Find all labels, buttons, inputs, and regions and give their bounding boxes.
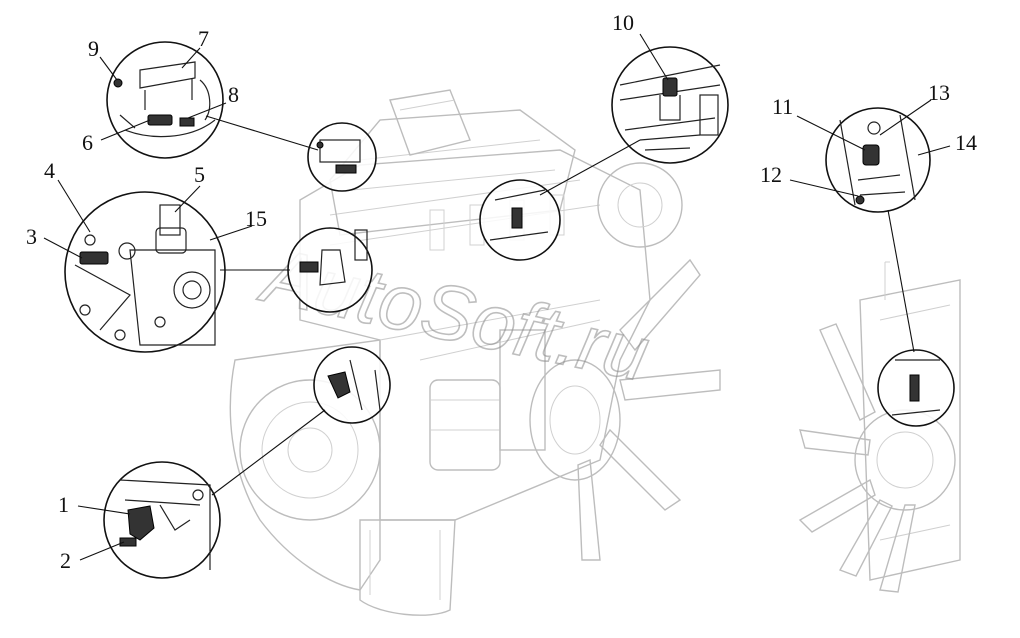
callout-13: 13 — [928, 80, 950, 105]
callout-12: 12 — [760, 162, 782, 187]
callout-15: 15 — [245, 206, 267, 231]
location-markers — [287, 122, 955, 427]
callout-6: 6 — [82, 130, 93, 155]
callout-1: 1 — [58, 492, 69, 517]
callout-3: 3 — [26, 224, 37, 249]
detail-circle-sensor-3-5 — [64, 191, 226, 353]
callout-11: 11 — [772, 94, 793, 119]
engine-side-view — [798, 261, 961, 593]
callout-7: 7 — [198, 26, 209, 51]
callout-numbers: 1 2 3 4 5 6 7 8 9 10 11 12 13 14 15 — [26, 10, 977, 573]
detail-circle-sensor-6-9 — [106, 41, 224, 159]
callout-leaders — [43, 33, 951, 561]
callout-14: 14 — [955, 130, 977, 155]
callout-8: 8 — [228, 82, 239, 107]
callout-10: 10 — [612, 10, 634, 35]
connector-lines — [205, 115, 915, 496]
detail-circle-sensor-10 — [611, 46, 729, 164]
detail-circle-sensor-1-2 — [103, 461, 221, 579]
callout-2: 2 — [60, 548, 71, 573]
callout-9: 9 — [88, 36, 99, 61]
callout-5: 5 — [194, 162, 205, 187]
callout-4: 4 — [44, 158, 55, 183]
detail-circle-sensor-11-14 — [825, 107, 931, 213]
